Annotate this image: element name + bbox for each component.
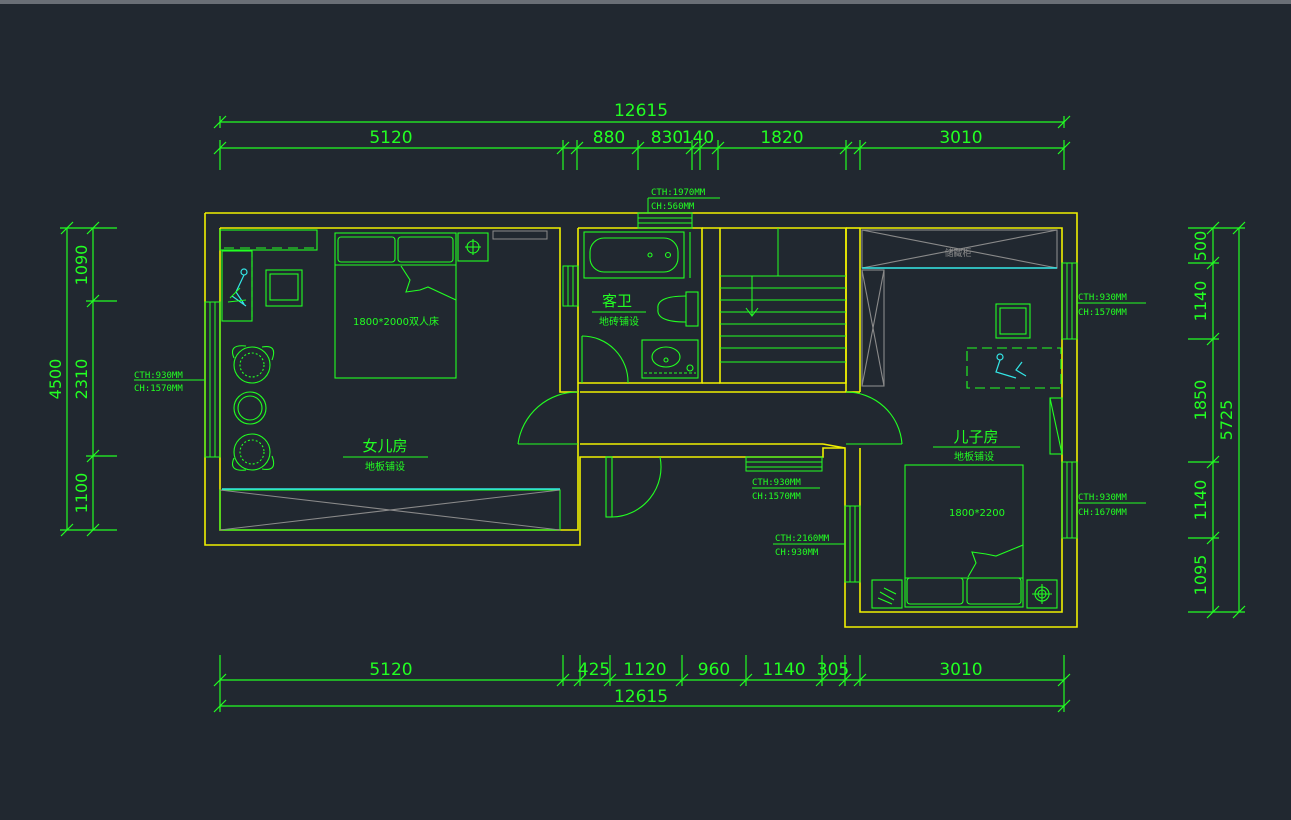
left-total-dimension: 4500 [46, 359, 65, 400]
doors [517, 335, 903, 518]
daughter-shelf-top [492, 230, 548, 240]
bottom-dimension-2: 425 [578, 660, 610, 680]
left-window-note-ch: CH:1570MM [134, 384, 183, 394]
top-total-dimension: 12615 [614, 101, 668, 121]
son-room-floor: 地板铺设 [954, 450, 994, 463]
top-dimension-1: 5120 [369, 128, 412, 148]
son-door-note-ch: CH:930MM [775, 548, 819, 558]
bottom-dimension-4: 960 [698, 660, 730, 680]
windows [204, 212, 1078, 583]
walls [204, 212, 1078, 628]
top-dimension-5: 1820 [760, 128, 803, 148]
son-door-note-cth: CTH:2160MM [775, 534, 830, 544]
left-dimension-3: 1100 [72, 473, 91, 514]
top-dimensions [213, 115, 1071, 170]
bath-window-note-cth: CTH:1970MM [651, 188, 706, 198]
left-dimension-1: 1090 [72, 245, 91, 286]
note-leaders [134, 197, 1146, 545]
corridor-window-note-ch: CH:1570MM [752, 492, 801, 502]
left-dimension-2: 2310 [72, 359, 91, 400]
bottom-dimension-6: 305 [817, 660, 849, 680]
son-room-furniture [861, 229, 1063, 609]
bottom-dimension-7: 3010 [939, 660, 982, 680]
daughter-bed-label: 1800*2000双人床 [353, 315, 439, 328]
bath-window-note-ch: CH:560MM [651, 202, 695, 212]
top-dimension-4: 140 [682, 128, 714, 148]
son-wardrobe-label: 储藏柜 [944, 247, 971, 259]
guest-bath-fixtures [583, 231, 699, 379]
staircase [720, 228, 846, 363]
guest-bath-name: 客卫 [602, 292, 632, 310]
son-room-name: 儿子房 [953, 428, 998, 446]
right-dimensions [1188, 221, 1246, 619]
right-dimension-5: 1095 [1191, 555, 1210, 596]
bottom-total-dimension: 12615 [614, 687, 668, 707]
top-dimension-6: 3010 [939, 128, 982, 148]
son-bed-label: 1800*2200 [949, 508, 1005, 519]
right-window-2-note-ch: CH:1670MM [1078, 508, 1127, 518]
daughter-room-name: 女儿房 [362, 437, 407, 455]
top-dimension-2: 880 [593, 128, 625, 148]
left-window-note-cth: CTH:930MM [134, 371, 183, 381]
right-window-1-note-cth: CTH:930MM [1078, 293, 1127, 303]
daughter-room-floor: 地板铺设 [365, 460, 405, 473]
left-dimensions [60, 221, 117, 537]
right-dimension-2: 1140 [1191, 281, 1210, 322]
right-total-dimension: 5725 [1217, 400, 1236, 441]
bottom-dimension-3: 1120 [623, 660, 666, 680]
right-dimension-1: 500 [1191, 231, 1210, 262]
right-dimension-3: 1850 [1191, 380, 1210, 421]
guest-bath-floor: 地砖铺设 [599, 315, 639, 328]
right-window-1-note-ch: CH:1570MM [1078, 308, 1127, 318]
top-dimension-3: 830 [651, 128, 683, 148]
bottom-dimension-1: 5120 [369, 660, 412, 680]
right-dimension-4: 1140 [1191, 480, 1210, 521]
window-top-border [0, 0, 1291, 4]
desk-lamp-icon [995, 353, 1027, 379]
bottom-dimensions [213, 655, 1071, 713]
right-window-2-note-cth: CTH:930MM [1078, 493, 1127, 503]
daughter-room-furniture [219, 229, 561, 531]
bottom-dimension-5: 1140 [762, 660, 805, 680]
corridor-window-note-cth: CTH:930MM [752, 478, 801, 488]
lamp-base [227, 287, 247, 303]
